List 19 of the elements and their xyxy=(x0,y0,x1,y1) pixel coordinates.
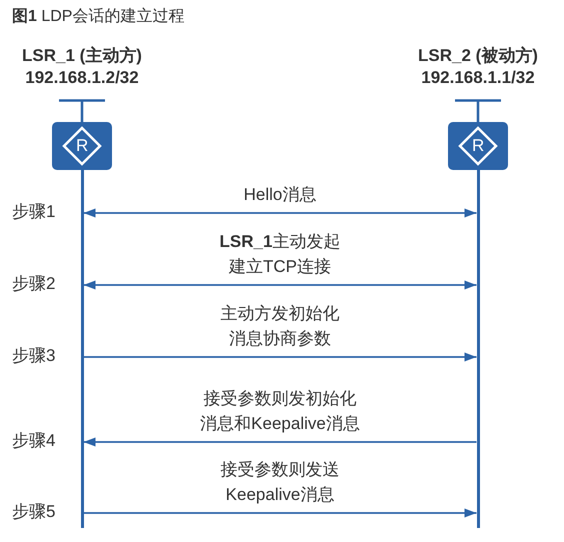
step-label: 步骤2 xyxy=(12,273,56,295)
message-arrow xyxy=(84,438,476,446)
router-name: LSR_2 (被动方) xyxy=(417,45,539,67)
message-arrow xyxy=(84,352,476,362)
step-label: 步骤3 xyxy=(12,345,56,367)
message-arrow xyxy=(84,208,476,218)
router-symbol-letter: R xyxy=(472,136,484,156)
step-label: 步骤4 xyxy=(12,430,56,452)
ip-address: 192.168.1.2/32 xyxy=(24,68,140,88)
step-label: 步骤1 xyxy=(12,201,56,223)
step-label: 步骤5 xyxy=(12,501,56,523)
message-arrow xyxy=(84,280,476,290)
message-arrow xyxy=(84,508,476,518)
ip-address: 192.168.1.1/32 xyxy=(420,68,536,88)
router-symbol-letter: R xyxy=(76,136,88,156)
diagram-title: 图1 LDP会话的建立过程 xyxy=(12,6,184,27)
router-name: LSR_1 (主动方) xyxy=(21,45,143,67)
lifeline xyxy=(80,170,84,528)
lifeline xyxy=(476,170,480,528)
